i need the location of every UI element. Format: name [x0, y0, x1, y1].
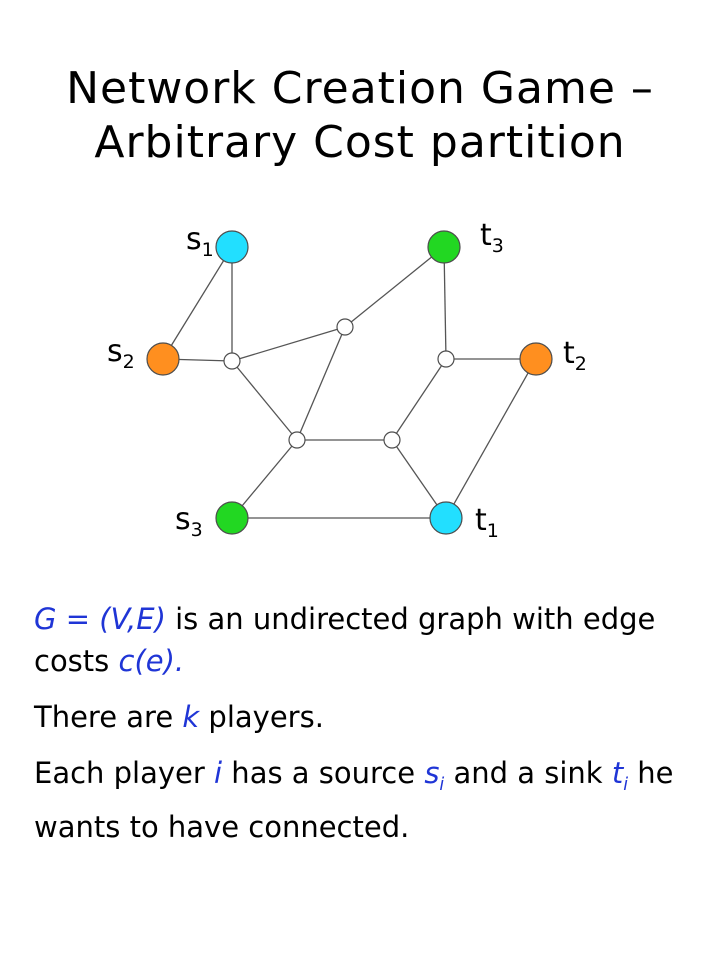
text-fragment: Each player — [34, 756, 215, 790]
steiner-node-a — [223, 352, 241, 370]
graph-edges — [162, 246, 537, 519]
edge-s1-s2 — [162, 246, 233, 360]
node-s3 — [215, 501, 249, 535]
text-fragment: . — [174, 644, 185, 678]
node-t1 — [429, 501, 463, 535]
edge-t3-c — [443, 246, 447, 360]
label-s2: s2 — [107, 334, 135, 373]
cost-notation: c(e) — [118, 644, 175, 678]
node-s1 — [215, 230, 249, 264]
node-t3 — [427, 230, 461, 264]
text-fragment: has a source — [222, 756, 425, 790]
text-fragment: There are — [34, 700, 183, 734]
label-t1: t1 — [475, 503, 499, 542]
steiner-node-d — [288, 431, 306, 449]
label-t2: t2 — [563, 336, 587, 375]
edge-c-e — [391, 358, 447, 441]
edge-b-d — [296, 326, 346, 441]
graph-notation: G = (V,E) — [34, 602, 166, 636]
text-fragment: players. — [199, 700, 324, 734]
network-graph-diagram: s1 s2 s3 t3 t2 t1 — [107, 218, 587, 542]
text-fragment: is an undirected graph with edge costs — [34, 602, 656, 678]
player-variable: i — [214, 756, 223, 790]
title-line-1: Network Creation Game – — [66, 63, 654, 114]
edge-t2-t1 — [445, 358, 537, 519]
edge-b-t3 — [344, 246, 445, 328]
sink-variable: ti — [611, 756, 629, 795]
source-variable: si — [424, 756, 445, 795]
edge-a-b — [231, 326, 346, 362]
label-s3: s3 — [175, 502, 203, 541]
text-fragment: he wants to have connected. — [34, 756, 674, 844]
description-text: G = (V,E) is an undirected graph with ed… — [34, 598, 694, 862]
edge-d-s3 — [231, 439, 298, 519]
node-s2 — [146, 342, 180, 376]
label-s1: s1 — [186, 222, 214, 261]
steiner-node-b — [336, 318, 354, 336]
text-fragment: and a sink — [444, 756, 612, 790]
label-t3: t3 — [480, 218, 504, 257]
slide-title: Network Creation Game – Arbitrary Cost p… — [0, 62, 720, 170]
paragraph-source-sink: Each player i has a source si and a sink… — [34, 752, 694, 848]
title-line-2: Arbitrary Cost partition — [94, 117, 626, 168]
players-variable: k — [182, 700, 200, 734]
paragraph-players: There are k players. — [34, 696, 694, 738]
paragraph-graph-definition: G = (V,E) is an undirected graph with ed… — [34, 598, 694, 682]
steiner-node-e — [383, 431, 401, 449]
edge-a-d — [231, 360, 298, 441]
node-t2 — [519, 342, 553, 376]
steiner-node-c — [437, 350, 455, 368]
